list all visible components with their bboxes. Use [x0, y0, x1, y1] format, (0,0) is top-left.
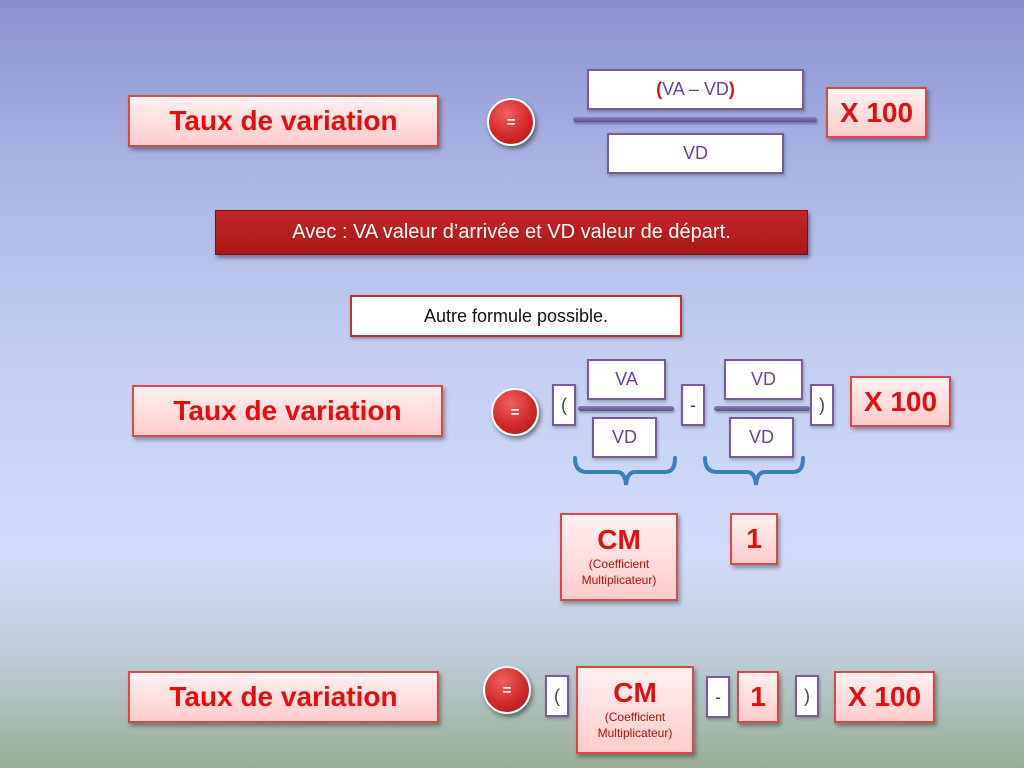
cm-label: CM — [613, 677, 657, 709]
brace-left — [573, 456, 677, 486]
numerator-text: VA – VD — [662, 79, 729, 99]
equals-circle-2: = — [491, 388, 539, 436]
cm-box-2: CM (Coefficient Multiplicateur) — [560, 513, 678, 601]
one-box-3: 1 — [737, 671, 779, 723]
one-box-2: 1 — [730, 513, 778, 565]
taux-variation-label-2: Taux de variation — [132, 385, 443, 437]
close-paren-box-2: ) — [810, 384, 834, 426]
minus-box-2: - — [681, 384, 705, 426]
frac2-denominator: VD — [729, 417, 794, 458]
frac1-denominator: VD — [592, 417, 657, 458]
frac2-bar — [714, 406, 810, 411]
alt-formula-label: Autre formule possible. — [350, 295, 682, 337]
taux-variation-label-3: Taux de variation — [128, 671, 439, 723]
brace-right — [703, 456, 805, 486]
frac1-numerator: VA — [587, 359, 666, 400]
frac1-bar — [578, 406, 674, 411]
frac2-numerator: VD — [724, 359, 803, 400]
open-paren-box-2: ( — [552, 384, 576, 426]
equals-circle-1: = — [487, 98, 535, 146]
minus-box-3: - — [706, 676, 730, 718]
equals-circle-3: = — [483, 666, 531, 714]
close-paren: ) — [728, 79, 735, 99]
taux-variation-label-1: Taux de variation — [128, 95, 439, 147]
cm-box-3: CM (Coefficient Multiplicateur) — [576, 666, 694, 754]
numerator-box-1: ( VA – VD ) — [587, 69, 804, 110]
denominator-box-1: VD — [607, 133, 784, 174]
multiplier-box-2: X 100 — [850, 376, 951, 427]
cm-label: CM — [597, 524, 641, 556]
multiplier-box-3: X 100 — [834, 671, 935, 723]
definition-note: Avec : VA valeur d’arrivée et VD valeur … — [215, 210, 808, 255]
open-paren-box-3: ( — [545, 675, 569, 717]
open-paren: ( — [656, 79, 663, 99]
cm-sublabel: (Coefficient Multiplicateur) — [597, 710, 673, 741]
multiplier-box-1: X 100 — [826, 87, 927, 138]
fraction-bar-1 — [573, 117, 817, 122]
close-paren-box-3: ) — [795, 675, 819, 717]
brace-group — [573, 456, 805, 486]
cm-sublabel: (Coefficient Multiplicateur) — [581, 557, 657, 588]
